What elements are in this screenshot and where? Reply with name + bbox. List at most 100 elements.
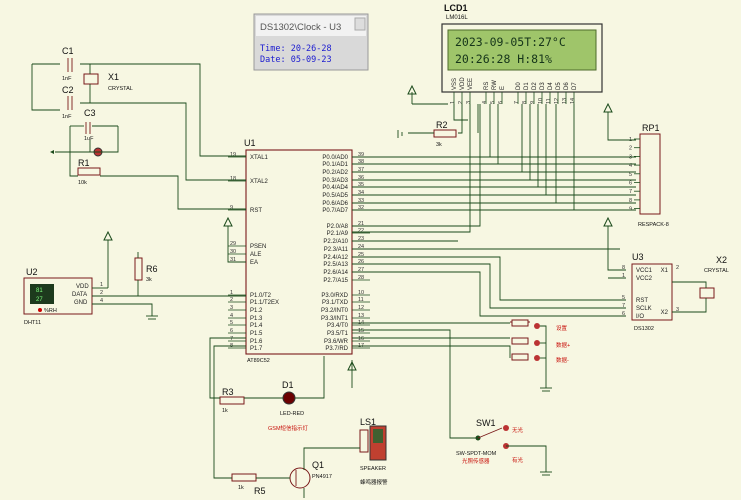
button-data-minus[interactable]: 数据- (511, 353, 569, 364)
u1-pin-number: 31 (230, 257, 236, 263)
r1-value: 10k (78, 180, 87, 186)
r5-value: 1k (238, 485, 244, 491)
d1-ref: D1 (282, 380, 294, 390)
lcd1-pin-number: 6 (498, 101, 504, 104)
u3-pin-number: 2 (676, 265, 679, 271)
lcd1[interactable]: LCD1 LM016L 2023-09-05T:27°C 20:26:28 H:… (441, 3, 603, 104)
u3-pin-number: 5 (622, 295, 625, 301)
switch-sw1[interactable]: SW1 无光 有光 SW-SPDT-MOM 光照传感器 (456, 418, 524, 465)
u1-pin-number: 6 (230, 328, 233, 334)
u1-pin-number: 18 (230, 176, 236, 182)
u1-pin-label: P1.4 (250, 323, 263, 329)
x1-ref: X1 (108, 72, 119, 82)
u1-pin-label: P1.6 (250, 339, 263, 345)
u1-pin-label: P0.2/AD2 (322, 170, 348, 176)
x2-ref: X2 (716, 255, 727, 265)
rp1-pin-number: 4 (629, 163, 632, 169)
x1-value: CRYSTAL (108, 86, 133, 92)
r6-value: 3k (146, 277, 152, 283)
d1-note: GSM短信指示灯 (268, 424, 309, 432)
lcd1-pin-label: D1 (524, 82, 530, 90)
push-buttons: 设置 数据+ 数据- (510, 319, 570, 364)
q1-ref: Q1 (312, 460, 324, 470)
rp1-pin-number: 6 (629, 181, 632, 187)
button-set[interactable]: 设置 (510, 319, 568, 332)
r3-value: 1k (222, 408, 228, 414)
lcd1-pin-number: 2 (458, 101, 464, 104)
u3-pin-number: 8 (622, 265, 625, 271)
u1-pin-number: 7 (230, 336, 233, 342)
lcd1-pin-label: VSS (452, 78, 458, 90)
u3-pin-label: SCLK (636, 306, 652, 312)
u2-pin-4: 4 (100, 298, 103, 304)
lcd1-pin-number: 8 (522, 101, 528, 104)
u2-pin-data: DATA (72, 292, 87, 298)
u1-pin-label: P2.4/A12 (323, 255, 348, 261)
lcd1-pin-label: RW (492, 80, 498, 90)
ds1302-clock-popup[interactable]: DS1302\Clock - U3 Time: 20-26-28 Date: 0… (253, 13, 369, 71)
u1-pin-label: PSEN (250, 244, 266, 250)
sw1-opt2: 有光 (512, 456, 524, 464)
u1-pin-label: P1.2 (250, 308, 263, 314)
u1-pin-number: 37 (358, 167, 364, 173)
c3-value: 1uF (84, 136, 94, 142)
sw1-opt1: 无光 (512, 426, 524, 434)
ls1-note: 蜂鸣器报警 (360, 478, 388, 486)
u3-pin-label: VCC1 (636, 268, 653, 274)
u2-unit: %RH (44, 308, 57, 314)
lcd1-pin-number: 13 (562, 98, 568, 104)
r1-ref: R1 (78, 158, 90, 168)
u1-pin-number: 19 (230, 152, 236, 158)
u2-pin-vdd: VDD (76, 284, 89, 290)
r6-ref: R6 (146, 264, 158, 274)
rp1-ref: RP1 (642, 123, 660, 133)
rp1-pin-number: 8 (629, 198, 632, 204)
u1-pin-number: 38 (358, 159, 364, 165)
u2-dht11[interactable]: U2 81 27 %RH VDD DATA GND 1 2 4 DHT11 (23, 267, 103, 326)
u1-pin-label: P3.5/T1 (327, 331, 349, 337)
lcd1-pin-number: 10 (538, 98, 544, 104)
u1-pin-label: P3.3/INT1 (321, 316, 349, 322)
u1-pin-label: P0.4/AD4 (322, 185, 348, 191)
u1-pin-label: P0.5/AD5 (322, 193, 348, 199)
c1-value: 1nF (62, 76, 72, 82)
u1-pin-number: 1 (230, 290, 233, 296)
u1-pin-number: 21 (358, 221, 364, 227)
speaker-ls1: LS1 SPEAKER 蜂鸣器报警 (359, 417, 388, 486)
u1-pin-label: XTAL1 (250, 155, 269, 161)
lcd1-pin-labels: VSS1VDD2VEE3RS4RW5E6D07D18D29D310D411D51… (450, 77, 578, 104)
u1-pin-label: ALE (250, 252, 261, 258)
u1-pin-number: 24 (358, 244, 364, 250)
u1-model: AT89C52 (247, 358, 270, 364)
u1-pin-label: P1.0/T2 (250, 293, 272, 299)
u1-pin-number: 36 (358, 175, 364, 181)
lcd1-pin-label: D5 (556, 82, 562, 90)
r2: R2 3k (433, 120, 457, 148)
u1-pin-number: 5 (230, 320, 233, 326)
c3-ref: C3 (84, 108, 96, 118)
lcd1-pin-number: 5 (490, 101, 496, 104)
led-d1: D1 LED-RED GSM短信指示灯 R3 1k (219, 380, 309, 432)
sw1-note: 光照传感器 (462, 457, 490, 465)
button-data-plus[interactable]: 数据+ (511, 337, 570, 349)
u1-pin-label: P3.4/T0 (327, 323, 349, 329)
lcd1-pin-number: 4 (482, 101, 488, 104)
popup-close-button[interactable] (354, 17, 366, 31)
lcd1-pin-label: D4 (548, 82, 554, 90)
sw1-value: SW-SPDT-MOM (456, 451, 497, 457)
u1-pin-label: P2.6/A14 (323, 270, 348, 276)
u3-ref: U3 (632, 252, 644, 262)
lcd1-pin-label: D2 (532, 82, 538, 90)
u1-pin-number: 16 (358, 336, 364, 342)
u1-pin-label: P2.0/A8 (327, 224, 349, 230)
u1-pin-label: P3.6/WR (324, 339, 349, 345)
lcd1-pin-label: D3 (540, 82, 546, 90)
u3-pin-number: 1 (622, 273, 625, 279)
lcd1-line2: 20:26:28 H:81% (455, 52, 552, 66)
u1-pin-number: 35 (358, 182, 364, 188)
rp1-value: RESPACK-8 (638, 222, 669, 228)
